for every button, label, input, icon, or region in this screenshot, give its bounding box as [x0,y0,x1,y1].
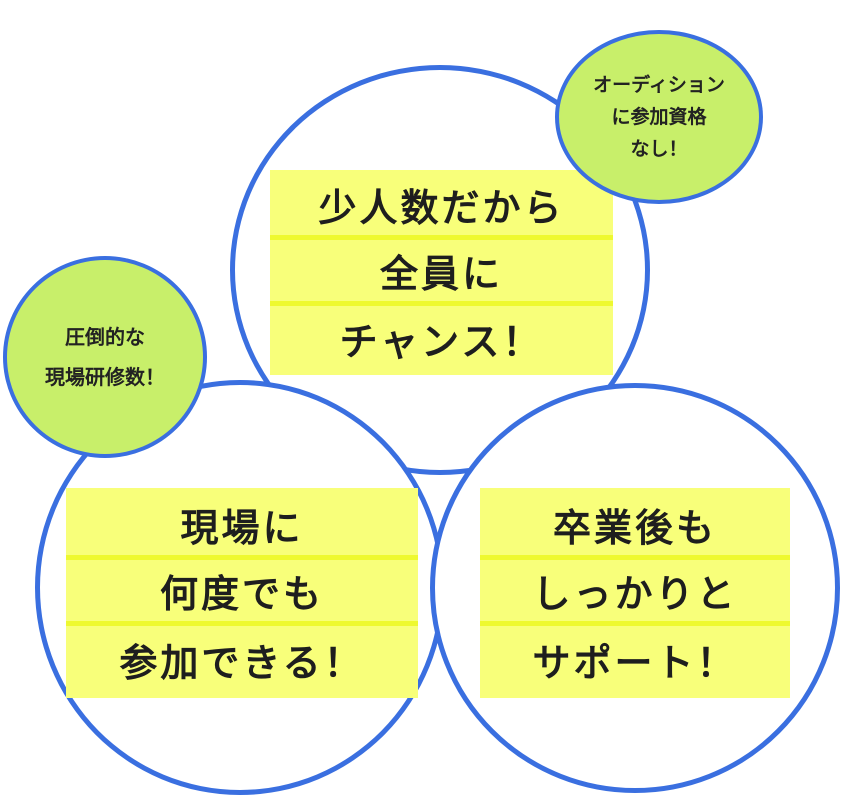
bubble-line: 現場研修数！ [45,365,165,389]
panel-line: サポート！ [532,640,738,685]
panel-line: 現場に [66,494,418,560]
panel-line: しっかりと [480,560,790,626]
panel-line: 卒業後も [480,494,790,560]
panel-line: 参加できる！ [119,640,365,685]
bubble-line: に参加資格 [611,106,707,128]
panel-line: チャンス！ [339,320,544,364]
panel-line: 少人数だから [270,174,613,240]
bubble-audition: オーディション に参加資格 なし！ [555,30,763,204]
panel-line: 全員に [270,240,613,306]
panel-bottom-right: 卒業後も しっかりと サポート！ [480,488,790,698]
bubble-line: なし！ [630,138,688,160]
panel-top: 少人数だから 全員に チャンス！ [270,170,613,375]
bubble-line: 圧倒的な [65,325,145,349]
bubble-line: オーディション [593,74,725,96]
bubble-training: 圧倒的な 現場研修数！ [3,256,207,458]
panel-bottom-left: 現場に 何度でも 参加できる！ [66,488,418,698]
panel-line: 何度でも [66,560,418,626]
